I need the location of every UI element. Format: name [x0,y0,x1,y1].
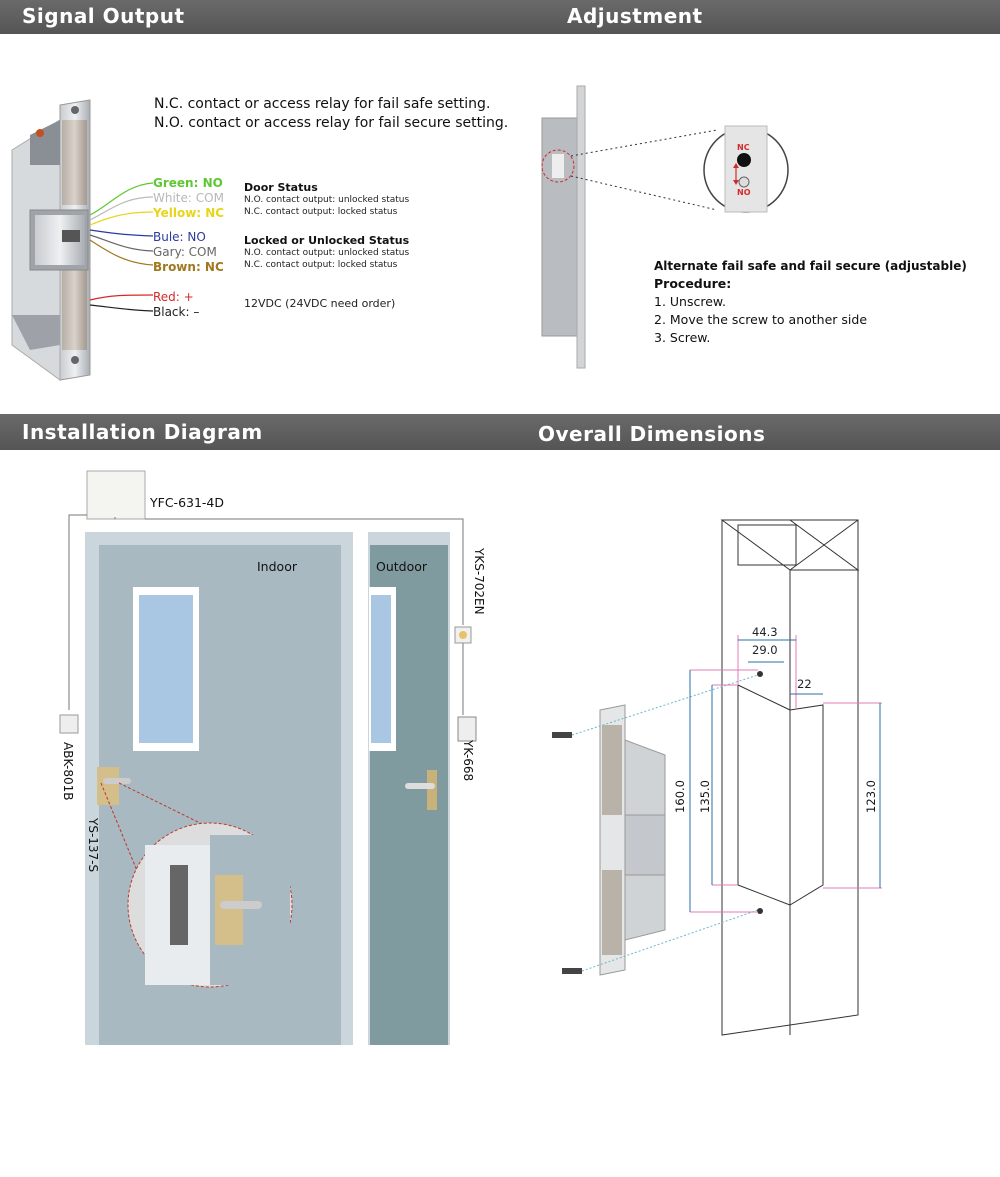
lock-status-title: Locked or Unlocked Status [244,234,410,247]
adjustment-illustration [541,85,789,369]
lock-status-line2: N.C. contact output: locked status [244,260,398,270]
installation-illustration [59,470,477,1045]
procedure-step-1: 1. Unscrew. [654,294,726,309]
adjustment-title: Adjustment [567,4,703,28]
signal-setting-text: N.C. contact or access relay for fail sa… [154,95,508,133]
outdoor-label: Outdoor [376,559,428,574]
dim-width-29: 29.0 [752,643,778,657]
dim-height-160: 160.0 [673,780,687,813]
procedure-label: Procedure: [654,276,732,291]
dim-width-22: 22 [797,677,812,691]
lock-status-line1: N.O. contact output: unlocked status [244,248,410,258]
wire-label-blue: Bule: NO [153,230,206,244]
wire-label-black: Black: – [153,305,200,319]
installation-title: Installation Diagram [22,420,263,444]
power-text: 12VDC (24VDC need order) [244,297,396,310]
dim-height-123: 123.0 [864,780,878,813]
wire-label-green: Green: NO [153,176,223,190]
keypad-label: YK-668 [461,740,475,782]
dim-height-135: 135.0 [698,780,712,813]
exit-button-label: YKS-702EN [472,548,486,615]
door-status-title: Door Status [244,181,318,194]
fail-secure-line: N.O. contact or access relay for fail se… [154,115,509,131]
door-status-block: Door Status N.O. contact output: unlocke… [244,181,409,218]
procedure-step-2: 2. Move the screw to another side [654,312,868,327]
lock-status-block: Locked or Unlocked Status N.O. contact o… [244,234,409,271]
wire-label-white: White: COM [153,191,224,205]
wire-label-brown: Brown: NC [153,260,224,274]
top-header-bar: Signal Output Adjustment [0,0,1000,34]
indoor-label: Indoor [257,559,297,574]
controller-label: YFC-631-4D [150,495,225,510]
door-status-line1: N.O. contact output: unlocked status [244,195,410,205]
procedure-step-3: 3. Screw. [654,330,711,345]
dimensions-title: Overall Dimensions [538,422,766,446]
wire-labels: Green: NO White: COM Yellow: NC Bule: NO… [153,176,224,320]
adjustment-procedure: Alternate fail safe and fail secure (adj… [654,257,967,347]
adjustment-heading: Alternate fail safe and fail secure (adj… [654,259,967,273]
wire-lines [89,182,154,312]
door-status-line2: N.C. contact output: locked status [244,207,398,217]
button-label: ABK-801B [61,742,75,801]
wire-label-gray: Gary: COM [153,245,217,259]
wire-label-red: Red: + [153,290,194,304]
strike-product-illustration [11,99,91,381]
no-label: NO [737,188,751,197]
fail-safe-line: N.C. contact or access relay for fail sa… [154,96,491,112]
wire-label-yellow: Yellow: NC [153,206,225,220]
middle-header-bar: Installation Diagram Overall Dimensions [0,414,1000,450]
dimensions-illustration [552,519,882,1036]
nc-label: NC [737,143,750,152]
signal-output-title: Signal Output [22,4,185,28]
dim-width-44: 44.3 [752,625,778,639]
strike-label: YS-137-S [86,818,100,873]
